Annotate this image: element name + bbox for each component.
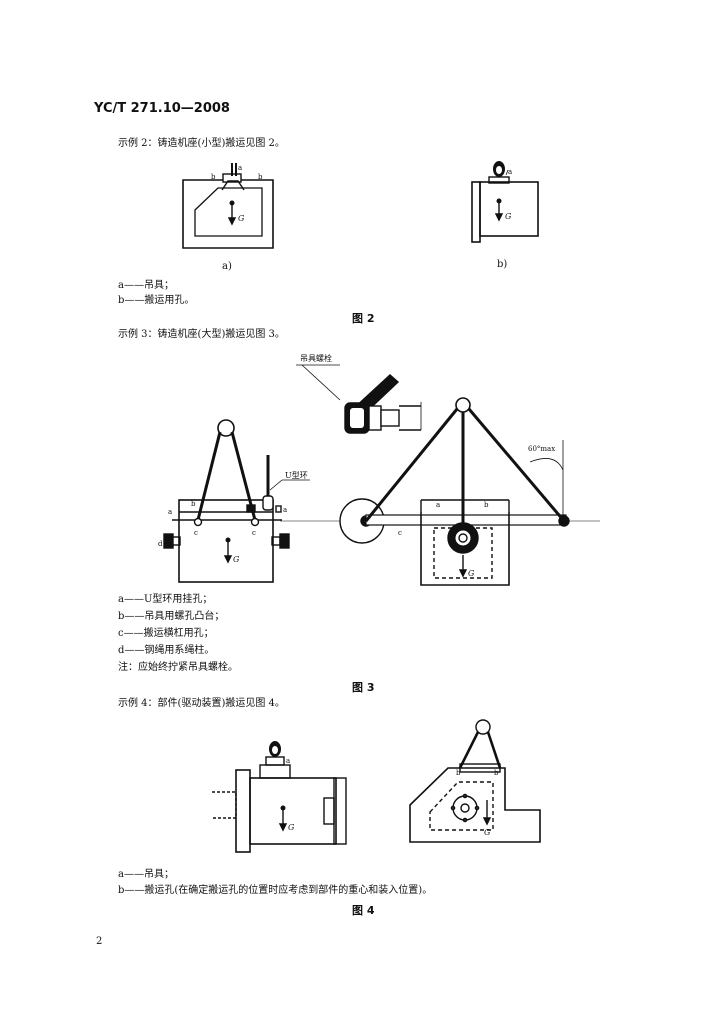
- fig2a-a-label: a: [238, 164, 242, 172]
- bolt-callout: 吊具螺栓: [300, 353, 332, 363]
- fig4-a-label: a: [286, 757, 290, 765]
- figure-4-right-drawing: G b b: [409, 719, 541, 843]
- fig2b-a-label: a: [508, 168, 512, 176]
- fig4-right-b-right-label: b: [494, 769, 499, 777]
- figure-3-caption: 图 3: [352, 681, 375, 694]
- legend-3-c: c——搬运横杠用孔；: [118, 628, 214, 639]
- fig3-c-right-label: c: [252, 529, 256, 537]
- figure-3-right-drawing: G a b c 60°max: [280, 397, 600, 586]
- fig3-b-label: b: [191, 500, 196, 508]
- fig3-right-c-label: c: [398, 529, 402, 537]
- fig3-right-b-label: b: [484, 501, 489, 509]
- figure-2a-label: a): [222, 261, 232, 272]
- fig2a-b-left-label: b: [211, 173, 216, 181]
- fig2a-b-right-label: b: [258, 173, 263, 181]
- figure-2b-drawing: a G: [471, 161, 539, 243]
- figure-3-left-drawing: U型环 G a b c c d a: [158, 419, 310, 583]
- u-ring-callout: U型环: [285, 471, 308, 480]
- standard-code: YC/T 271.10—2008: [94, 101, 230, 116]
- figure-2b-label: b): [497, 259, 508, 270]
- fig3-u-a-label: a: [283, 506, 287, 514]
- fig4-left-g-label: G: [288, 823, 295, 832]
- example-2-intro: 示例 2：铸造机座(小型)搬运见图 2。: [118, 138, 285, 149]
- figure-4-left-drawing: a G: [212, 741, 347, 853]
- fig3-right-a-label: a: [436, 501, 440, 509]
- figure-2a-drawing: G a b b: [182, 163, 274, 249]
- legend-3-a: a——U型环用挂孔；: [118, 594, 213, 605]
- legend-3-d: d——钢绳用系绳柱。: [118, 645, 215, 656]
- fig3-left-g-label: G: [233, 555, 240, 564]
- page-number: 2: [96, 936, 103, 947]
- fig2a-g-label: G: [238, 214, 245, 223]
- legend-2-b: b——搬运用孔。: [118, 295, 195, 306]
- fig4-right-g-label: G: [484, 828, 491, 837]
- legend-4-a: a——吊具；: [118, 869, 174, 880]
- angle-label: 60°max: [528, 445, 555, 453]
- fig3-right-g-label: G: [468, 569, 475, 578]
- fig2b-g-label: G: [505, 212, 512, 221]
- figure-4-caption: 图 4: [352, 904, 375, 917]
- example-4-intro: 示例 4：部件(驱动装置)搬运见图 4。: [118, 698, 285, 709]
- legend-2-a: a——吊具；: [118, 280, 174, 291]
- legend-3-b: b——吊具用螺孔凸台；: [118, 611, 225, 622]
- note-3: 注：应始终拧紧吊具螺栓。: [118, 662, 238, 673]
- example-3-intro: 示例 3：铸造机座(大型)搬运见图 3。: [118, 329, 285, 340]
- fig3-a-label: a: [168, 508, 172, 516]
- legend-4-b: b——搬运孔(在确定搬运孔的位置时应考虑到部件的重心和装入位置)。: [118, 885, 433, 896]
- fig4-right-b-left-label: b: [456, 769, 461, 777]
- fig3-c-left-label: c: [194, 529, 198, 537]
- figure-3-bolt-detail: 吊具螺栓: [296, 353, 422, 434]
- figure-2-caption: 图 2: [352, 312, 375, 325]
- fig3-d-label: d: [158, 540, 163, 548]
